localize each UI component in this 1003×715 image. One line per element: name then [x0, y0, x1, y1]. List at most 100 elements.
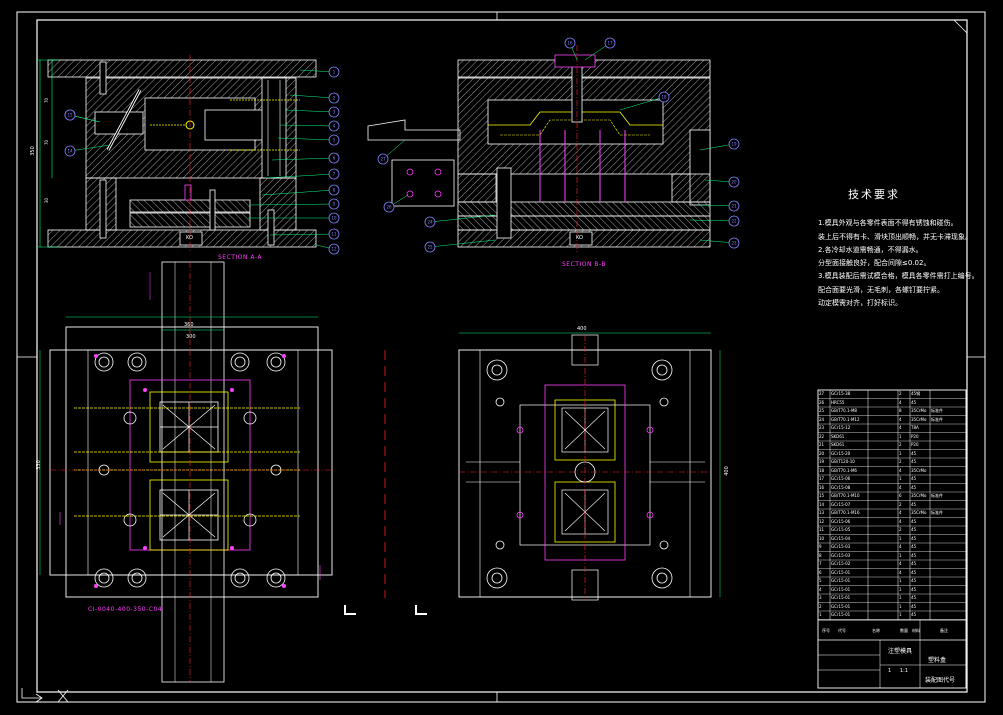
bom-cell: 45 [911, 561, 917, 566]
bom-cell: GCr15-01 [831, 612, 851, 617]
bom-cell: GCr15-04 [831, 535, 851, 541]
bom-cell: 标准件 [931, 493, 943, 498]
leader-line [699, 143, 735, 151]
bom-cell: 4 [819, 586, 822, 592]
bom-cell: 标准件 [931, 416, 943, 422]
bom-cell: T8A [911, 425, 919, 430]
bom-cell [869, 594, 898, 603]
part-balloon: 18 [619, 91, 670, 111]
bom-cell [931, 543, 966, 552]
bom-cell: 45 [911, 450, 917, 456]
bom-cell [931, 424, 966, 433]
part-balloon: 2 [289, 92, 340, 104]
bom-cell: 2 [899, 391, 902, 396]
bom-cell: 12 [819, 518, 825, 524]
bom-cell: 10 [819, 535, 825, 541]
balloon-number: 6 [333, 156, 336, 161]
bom-cell: 45 [911, 603, 917, 609]
section-markers [344, 605, 427, 615]
bom-cell: 2 [899, 442, 902, 447]
leader-line [699, 239, 735, 244]
balloons-section-a: 123456789101112131415 [64, 66, 340, 255]
leader-line [429, 214, 496, 223]
balloon-circle [328, 120, 340, 132]
bom-cell [869, 501, 898, 510]
bom-cell: 6 [819, 569, 822, 575]
balloon-number: 14 [67, 149, 73, 154]
ko-left-label: KO [186, 235, 193, 241]
bom-cell [869, 509, 898, 518]
leader-line [619, 96, 665, 111]
tb-header-no: 序号 [822, 628, 830, 633]
bom-cell: 1 [899, 586, 902, 592]
bom-cell: 1 [819, 612, 822, 617]
part-balloon: 22 [689, 215, 740, 227]
bom-cell [869, 535, 898, 544]
dim-sec-a-h1: 70 [44, 97, 50, 104]
bom-cell: 22 [819, 433, 825, 439]
mold-code-label: CI-0040-400-350-C04 [88, 606, 163, 613]
bom-cell: GB/T70.1-M8 [831, 408, 857, 413]
bom-cell [869, 458, 898, 467]
section-b-label: SECTION B-B [562, 261, 607, 268]
part-balloon: 11 [269, 228, 340, 240]
bom-cell [931, 475, 966, 484]
balloon-circle [424, 216, 436, 228]
dim-plan-left-width: 360 [184, 322, 194, 328]
bom-cell: 45 [911, 578, 917, 583]
part-balloon: 20 [704, 176, 740, 188]
bom-cell [869, 433, 898, 442]
bom-cell: 4 [899, 561, 902, 566]
bom-cell: 8 [819, 552, 822, 558]
balloon-number: 25 [427, 245, 433, 250]
balloon-number: 19 [731, 142, 737, 147]
bom-cell: 45 [911, 595, 917, 600]
bom-cell: GB/T70.1-M6 [831, 467, 857, 473]
bom-cell: 27 [819, 391, 825, 396]
bom-cell: 标准件 [931, 510, 943, 515]
bom-cell [869, 518, 898, 527]
bom-cell: GCr15-05 [831, 527, 851, 532]
balloon-number: 21 [731, 204, 737, 209]
bom-cell: GCr15-12 [831, 425, 851, 430]
bom-cell [931, 603, 966, 612]
balloon-circle [728, 215, 740, 227]
bom-cell: GCr15-01 [831, 595, 851, 600]
inner-frame [36, 19, 968, 693]
part-balloon: 19 [699, 138, 740, 151]
bom-cell [869, 526, 898, 535]
bom-cell [931, 433, 966, 442]
part-balloon: 25 [424, 239, 496, 253]
balloon-circle [728, 176, 740, 188]
leader-line [277, 137, 335, 141]
balloon-number: 27 [380, 157, 386, 162]
bom-cell [869, 492, 898, 501]
bom-cell: P20 [911, 442, 919, 447]
bom-cell: GCr15-20 [831, 450, 851, 456]
ucs-icon [21, 688, 69, 703]
bom-cell: 19 [819, 459, 825, 464]
dim-plan-left-width2: 300 [186, 334, 196, 340]
balloon-circle [328, 184, 340, 196]
bom-cell: 45 [911, 552, 917, 558]
bom-cell: 35CrMo [911, 467, 927, 473]
bom-cell: GB/T70.1-M12 [831, 416, 860, 422]
bom-cell [869, 603, 898, 612]
balloon-circle [424, 241, 436, 253]
part-balloon: 14 [64, 144, 111, 157]
part-balloon: 16 [564, 37, 578, 61]
part-balloon: 15 [64, 109, 101, 123]
bom-cell: GCr15-06 [831, 476, 851, 481]
bom-cell: 2 [899, 527, 902, 532]
bom-cell: GB/T70.1-M10 [831, 493, 860, 498]
bom-cell: 14 [819, 501, 825, 507]
